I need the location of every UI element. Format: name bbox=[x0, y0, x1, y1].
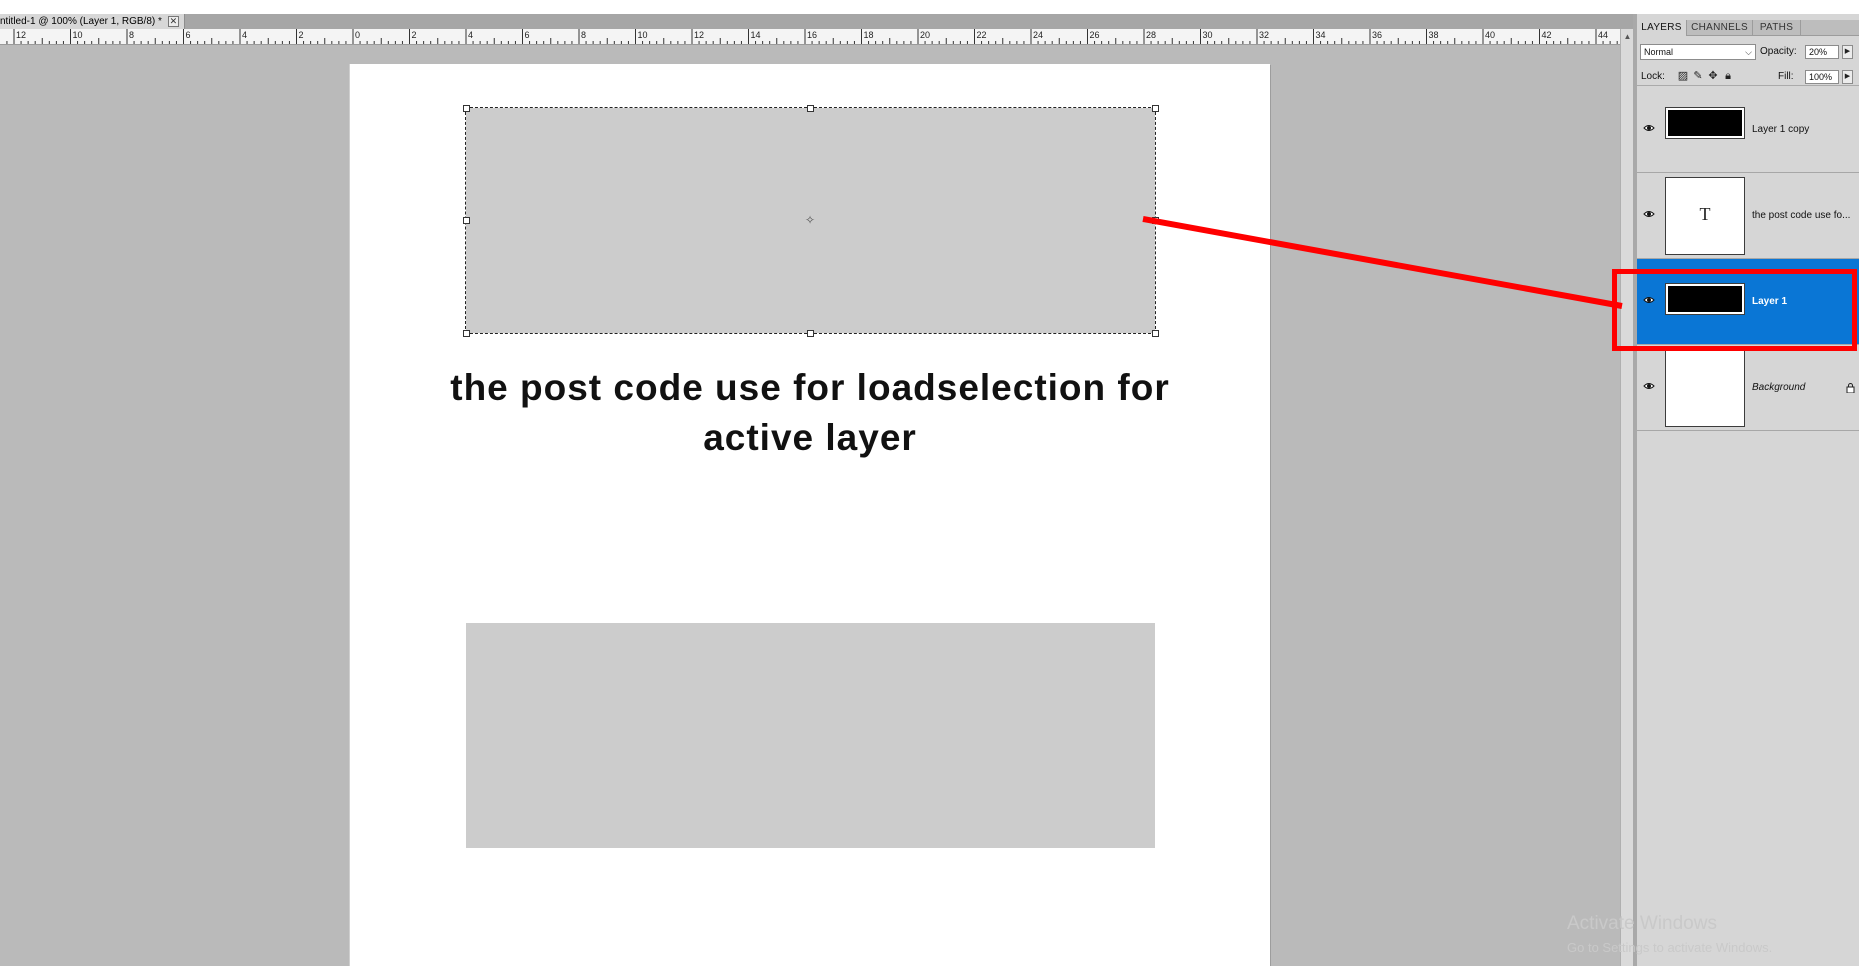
close-icon[interactable]: ✕ bbox=[167, 16, 179, 27]
transform-handle-top-right[interactable] bbox=[1152, 105, 1159, 112]
lock-image-pixels-icon[interactable]: ✎ bbox=[1693, 70, 1703, 82]
eye-icon[interactable] bbox=[1643, 381, 1655, 391]
layer-thumbnail bbox=[1665, 349, 1745, 427]
ruler-label: 6 bbox=[525, 30, 530, 40]
tab-channels[interactable]: CHANNELS bbox=[1687, 20, 1753, 36]
canvas-workspace[interactable]: ✧ the post code use for loadselection fo… bbox=[0, 45, 1620, 966]
transform-handle-bottom-right[interactable] bbox=[1152, 330, 1159, 337]
activation-watermark-title: Activate Windows bbox=[1567, 913, 1717, 934]
text-layer-content[interactable]: the post code use for loadselection for … bbox=[420, 363, 1200, 463]
fill-field[interactable]: 100% bbox=[1805, 70, 1839, 84]
ruler-label: 20 bbox=[920, 30, 930, 40]
fill-label: Fill: bbox=[1778, 71, 1794, 82]
type-layer-thumbnail: T bbox=[1665, 177, 1745, 255]
layers-panel: LAYERS CHANNELS PATHS Normal ⌵ Opacity: … bbox=[1633, 14, 1859, 966]
eye-icon[interactable] bbox=[1643, 123, 1655, 133]
ruler-label: 16 bbox=[807, 30, 817, 40]
ruler-label: 24 bbox=[1033, 30, 1043, 40]
opacity-label: Opacity: bbox=[1760, 46, 1797, 57]
layer-thumbnail bbox=[1665, 283, 1745, 315]
lock-row: Lock: ▨ ✎ ✥ 🔒︎ Fill: 100% ▶ bbox=[1637, 68, 1859, 86]
ruler-label: 44 bbox=[1598, 30, 1608, 40]
ruler-label: 18 bbox=[864, 30, 874, 40]
ruler-label: 8 bbox=[581, 30, 586, 40]
layer-row-background[interactable]: Background bbox=[1637, 345, 1859, 431]
layer-1-copy-shape[interactable] bbox=[466, 623, 1155, 848]
document-tab[interactable]: ntitled-1 @ 100% (Layer 1, RGB/8) * ✕ bbox=[0, 14, 185, 29]
transform-handle-bottom-left[interactable] bbox=[463, 330, 470, 337]
blend-mode-select[interactable]: Normal ⌵ bbox=[1640, 44, 1756, 60]
eye-icon[interactable] bbox=[1643, 295, 1655, 305]
transform-handle-middle-right[interactable] bbox=[1152, 217, 1159, 224]
vertical-scrollbar[interactable]: ▲ bbox=[1620, 29, 1633, 966]
eye-icon[interactable] bbox=[1643, 209, 1655, 219]
ruler-label: 42 bbox=[1542, 30, 1552, 40]
activation-watermark-subtitle: Go to Settings to activate Windows. bbox=[1567, 940, 1773, 955]
ruler-label: 6 bbox=[186, 30, 191, 40]
type-layer-icon: T bbox=[1699, 204, 1711, 224]
layer-name: the post code use fo... bbox=[1752, 210, 1851, 221]
transform-handle-middle-left[interactable] bbox=[463, 217, 470, 224]
layer-row-layer-1-selected[interactable]: Layer 1 bbox=[1637, 259, 1859, 345]
ruler-label: 10 bbox=[73, 30, 83, 40]
layer-name: Layer 1 bbox=[1752, 296, 1788, 307]
ruler-label: 8 bbox=[129, 30, 134, 40]
fill-slider-arrow-icon[interactable]: ▶ bbox=[1842, 70, 1853, 84]
ruler-label: 0 bbox=[355, 30, 360, 40]
lock-label: Lock: bbox=[1641, 71, 1665, 82]
layer-thumbnail bbox=[1665, 107, 1745, 139]
layer-name: Background bbox=[1752, 382, 1806, 393]
ruler-label: 40 bbox=[1485, 30, 1495, 40]
layer-1-shape-selected[interactable] bbox=[465, 107, 1156, 334]
lock-icon bbox=[1846, 383, 1855, 393]
bottom-strip bbox=[0, 966, 1859, 979]
tab-layers[interactable]: LAYERS bbox=[1637, 20, 1687, 36]
lock-all-icon[interactable]: 🔒︎ bbox=[1725, 70, 1731, 82]
chevron-down-icon: ⌵ bbox=[1745, 47, 1752, 57]
ruler-label: 34 bbox=[1316, 30, 1326, 40]
ruler-label: 12 bbox=[694, 30, 704, 40]
opacity-field[interactable]: 20% bbox=[1805, 45, 1839, 59]
transform-handle-bottom-center[interactable] bbox=[807, 330, 814, 337]
ruler-label: 22 bbox=[977, 30, 987, 40]
transform-handle-top-left[interactable] bbox=[463, 105, 470, 112]
blend-row: Normal ⌵ Opacity: 20% ▶ bbox=[1637, 42, 1859, 62]
ruler-label: 28 bbox=[1146, 30, 1156, 40]
ruler-label: 2 bbox=[299, 30, 304, 40]
caption-line-1: the post code use for loadselection for bbox=[450, 367, 1170, 408]
panel-tab-strip: LAYERS CHANNELS PATHS bbox=[1637, 20, 1859, 36]
lock-transparent-pixels-icon[interactable]: ▨ bbox=[1677, 70, 1689, 82]
scroll-up-icon[interactable]: ▲ bbox=[1623, 32, 1632, 41]
layer-row-layer-1-copy[interactable]: Layer 1 copy bbox=[1637, 87, 1859, 173]
opacity-slider-arrow-icon[interactable]: ▶ bbox=[1842, 45, 1853, 59]
transform-center-icon[interactable]: ✧ bbox=[805, 213, 816, 227]
transform-handle-top-center[interactable] bbox=[807, 105, 814, 112]
document-tab-bar: ntitled-1 @ 100% (Layer 1, RGB/8) * ✕ bbox=[0, 14, 1633, 29]
ruler-label: 38 bbox=[1429, 30, 1439, 40]
ruler-label: 2 bbox=[412, 30, 417, 40]
ruler-label: 4 bbox=[468, 30, 473, 40]
layer-row-text[interactable]: T the post code use fo... bbox=[1637, 173, 1859, 259]
ruler-label: 32 bbox=[1259, 30, 1269, 40]
ruler-label: 12 bbox=[16, 30, 26, 40]
ruler-label: 30 bbox=[1203, 30, 1213, 40]
lock-position-icon[interactable]: ✥ bbox=[1708, 70, 1718, 82]
tab-paths[interactable]: PATHS bbox=[1753, 20, 1801, 36]
ruler-label: 14 bbox=[751, 30, 761, 40]
ruler-label: 4 bbox=[242, 30, 247, 40]
ruler-label: 36 bbox=[1372, 30, 1382, 40]
caption-line-2: active layer bbox=[703, 417, 917, 458]
blend-mode-value: Normal bbox=[1644, 47, 1674, 57]
ruler-label: 26 bbox=[1090, 30, 1100, 40]
ruler-label: 10 bbox=[638, 30, 648, 40]
layer-name: Layer 1 copy bbox=[1752, 124, 1810, 135]
document-tab-title: ntitled-1 @ 100% (Layer 1, RGB/8) * bbox=[0, 16, 162, 27]
